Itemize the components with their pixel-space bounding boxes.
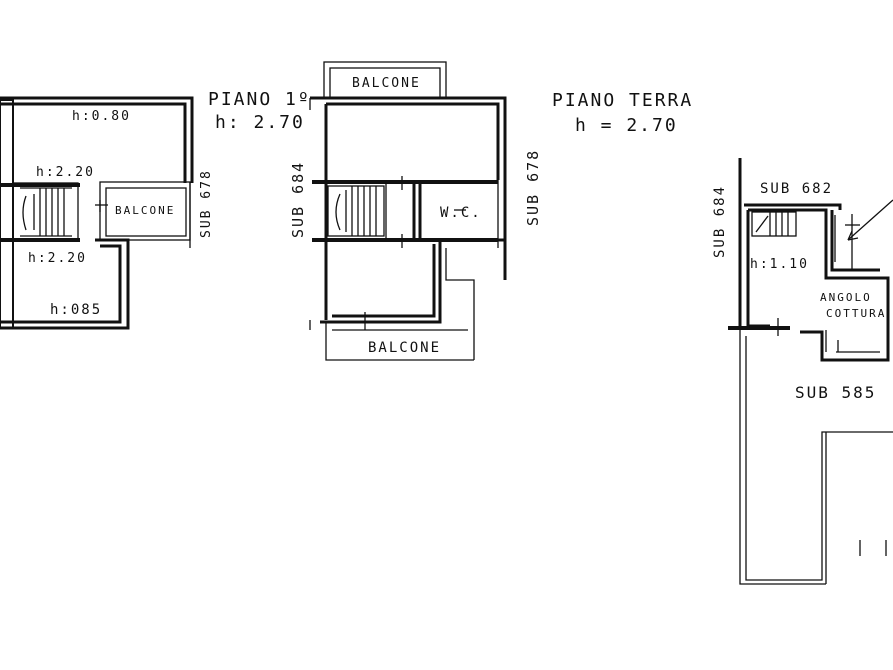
ground-floor-stair-icon [751, 211, 797, 237]
piano-terra-height: h = 2.70 [575, 115, 678, 136]
terra-sub-682: SUB 682 [760, 181, 833, 197]
terra-height-label: h:1.10 [750, 257, 809, 272]
first-floor-plan: PIANO 1º h: 2.70 BALCONE [208, 61, 542, 361]
attic-balcone-label: BALCONE [115, 204, 175, 217]
attic-floor-plan: h:0.80 h:2.20 h:2.20 h:085 BALCONE SUB 6… [0, 96, 214, 330]
piano-1-balcone-top: BALCONE [352, 76, 421, 91]
piano-1-title: PIANO 1º [208, 89, 311, 110]
terra-cottura-label: COTTURA [826, 307, 886, 320]
attic-sub-678: SUB 678 [199, 169, 214, 238]
piano-1-balcone-bottom: BALCONE [368, 340, 441, 356]
piano-1-height: h: 2.70 [215, 112, 305, 133]
attic-height-080: h:0.80 [72, 109, 131, 124]
ground-floor-plan: PIANO TERRA h = 2.70 SUB 684 SUB 682 [552, 90, 893, 585]
ground-floor-arrow-icon [834, 199, 893, 270]
attic-height-220-upper: h:2.20 [36, 165, 95, 180]
first-floor-stair-icon [327, 185, 385, 237]
piano-1-sub-684: SUB 684 [289, 161, 307, 238]
terra-angolo-label: ANGOLO [820, 291, 872, 304]
terra-sub-684: SUB 684 [712, 185, 728, 258]
piano-1-sub-678: SUB 678 [524, 149, 542, 226]
piano-1-wc-label: W.C. [440, 205, 482, 221]
attic-stair-icon [0, 183, 80, 242]
piano-terra-title: PIANO TERRA [552, 90, 693, 111]
attic-height-085: h:085 [50, 302, 102, 318]
terra-sub-585: SUB 585 [795, 383, 876, 402]
attic-height-220-lower: h:2.20 [28, 251, 87, 266]
